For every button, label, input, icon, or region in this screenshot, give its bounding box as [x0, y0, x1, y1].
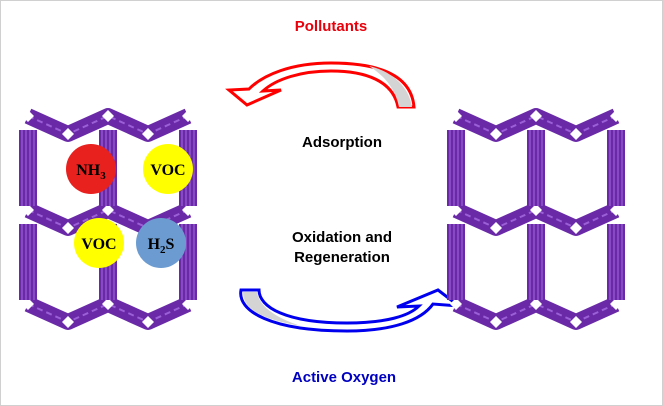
framework-pillar [447, 224, 465, 300]
cage-window [102, 110, 114, 122]
cage-window [62, 316, 74, 328]
molecule-label: NH3 [76, 162, 106, 182]
cage-window [102, 204, 114, 216]
cage-window [62, 222, 74, 234]
molecule-h2s: H2S [136, 218, 186, 268]
cage-window [610, 110, 622, 122]
cage-window [22, 298, 34, 310]
framework-pillar [607, 130, 625, 206]
molecule-nh3: NH3 [66, 144, 116, 194]
cage-window [22, 110, 34, 122]
cage-window [450, 298, 462, 310]
cage-window [142, 128, 154, 140]
cage-window [530, 298, 542, 310]
cage-window [102, 298, 114, 310]
cage-window [610, 298, 622, 310]
cage-window [182, 204, 194, 216]
adsorption-label: Adsorption [302, 134, 382, 151]
cage-window [490, 222, 502, 234]
cage-window [450, 110, 462, 122]
molecule-circle [143, 144, 193, 194]
framework-pillar [607, 224, 625, 300]
molecule-voc: VOC [74, 218, 124, 268]
regeneration-label: Regeneration [294, 249, 390, 266]
oxidation-label: Oxidation and [292, 229, 392, 246]
cage-window [570, 222, 582, 234]
cage-window [610, 204, 622, 216]
cage-window [530, 204, 542, 216]
molecule-circle [74, 218, 124, 268]
cage-window [182, 298, 194, 310]
molecule-label: VOC [81, 236, 116, 253]
molecule-label: H2S [148, 236, 175, 256]
cage-window [62, 128, 74, 140]
molecule-label: VOC [150, 162, 185, 179]
framework-pillar [19, 130, 37, 206]
molecule-circle [136, 218, 186, 268]
molecule-circle [66, 144, 116, 194]
cage-window [450, 204, 462, 216]
loaded-zeolite-framework [19, 108, 197, 330]
framework-pillar [527, 130, 545, 206]
pollutants-arrow [225, 61, 416, 109]
cage-window [530, 110, 542, 122]
cage-window [142, 316, 154, 328]
cage-window [490, 128, 502, 140]
cage-window [570, 316, 582, 328]
oxygen-arrow [239, 288, 464, 333]
cage-window [182, 110, 194, 122]
cage-window [570, 128, 582, 140]
cage-window [490, 316, 502, 328]
cage-window [22, 204, 34, 216]
regenerated-zeolite-framework [447, 108, 625, 330]
pollutants-label: Pollutants [295, 18, 368, 35]
framework-pillar [19, 224, 37, 300]
active-oxygen-label: Active Oxygen [292, 369, 396, 386]
framework-pillar [447, 130, 465, 206]
framework-pillar [527, 224, 545, 300]
molecule-voc: VOC [143, 144, 193, 194]
